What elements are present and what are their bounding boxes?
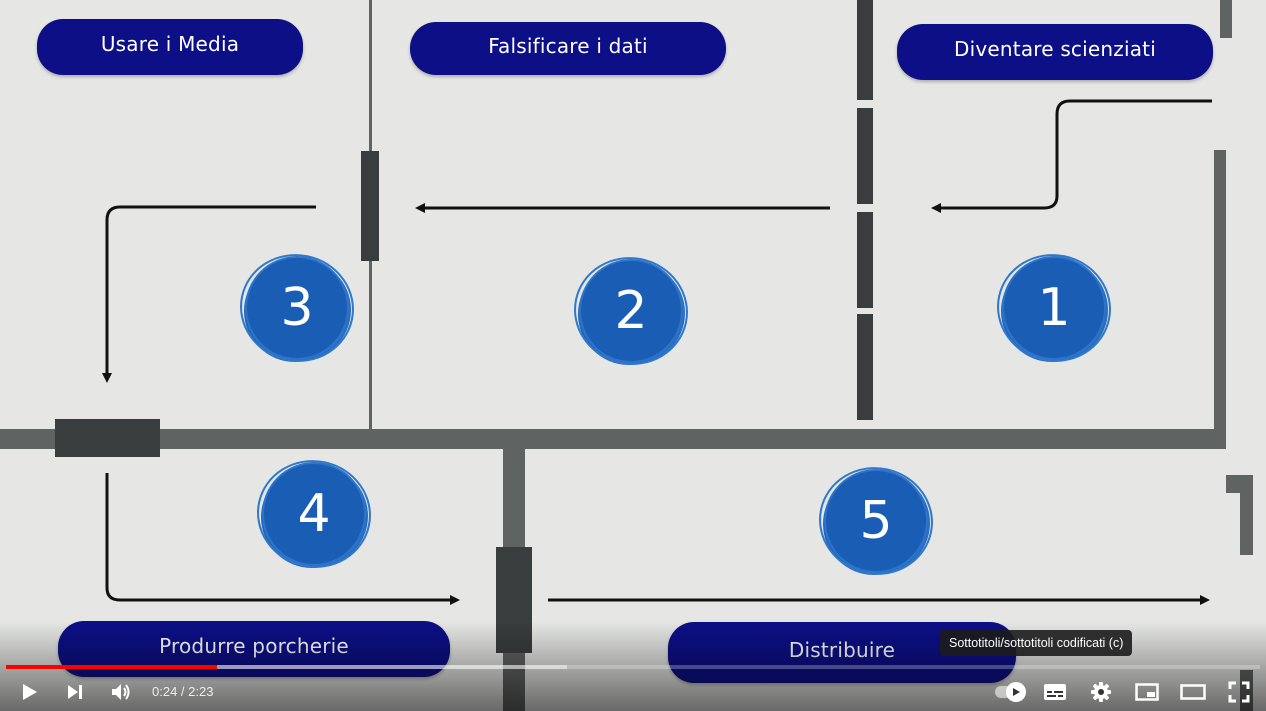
progress-bar[interactable] xyxy=(6,665,1260,669)
fullscreen-button[interactable] xyxy=(1216,672,1262,711)
autoplay-knob xyxy=(1006,682,1026,702)
next-button[interactable] xyxy=(52,672,98,711)
theater-mode-icon xyxy=(1180,683,1206,700)
miniplayer-button[interactable] xyxy=(1124,672,1170,711)
progress-played xyxy=(6,665,217,669)
duration: 2:23 xyxy=(188,684,214,699)
subtitles-button[interactable] xyxy=(1032,672,1078,711)
doors xyxy=(55,0,873,653)
step-number-1: 1 xyxy=(999,253,1109,363)
step-number-3: 3 xyxy=(242,253,352,363)
room-label-diventare-scienziati: Diventare scienziati xyxy=(897,24,1213,80)
settings-gear-icon xyxy=(1091,681,1111,702)
autoplay-toggle[interactable] xyxy=(992,672,1028,711)
fullscreen-icon xyxy=(1228,681,1250,702)
subtitles-tooltip: Sottotitoli/sottotitoli codificati (c) xyxy=(940,630,1133,656)
play-button[interactable] xyxy=(6,672,52,711)
current-time: 0:24 xyxy=(152,684,178,699)
volume-icon xyxy=(112,683,130,700)
step-number-5: 5 xyxy=(821,466,931,576)
autoplay-toggle-icon xyxy=(1013,688,1020,696)
room-label-falsificare-i-dati: Falsificare i dati xyxy=(410,22,726,75)
step-number-2: 2 xyxy=(576,256,686,366)
time-display: 0:24 / 2:23 xyxy=(152,684,213,699)
next-icon xyxy=(68,684,82,699)
subtitles-icon xyxy=(1044,683,1066,700)
volume-button[interactable] xyxy=(98,672,144,711)
controls-bar: 0:24 / 2:23 xyxy=(0,672,1266,711)
settings-button[interactable] xyxy=(1078,672,1124,711)
play-icon xyxy=(23,683,37,700)
miniplayer-icon xyxy=(1135,682,1159,701)
step-number-4: 4 xyxy=(259,459,369,569)
time-separator: / xyxy=(177,684,189,699)
room-label-usare-i-media: Usare i Media xyxy=(37,19,303,75)
theater-mode-button[interactable] xyxy=(1170,672,1216,711)
progress-loaded xyxy=(6,665,567,669)
flow-arrows xyxy=(102,99,1212,605)
